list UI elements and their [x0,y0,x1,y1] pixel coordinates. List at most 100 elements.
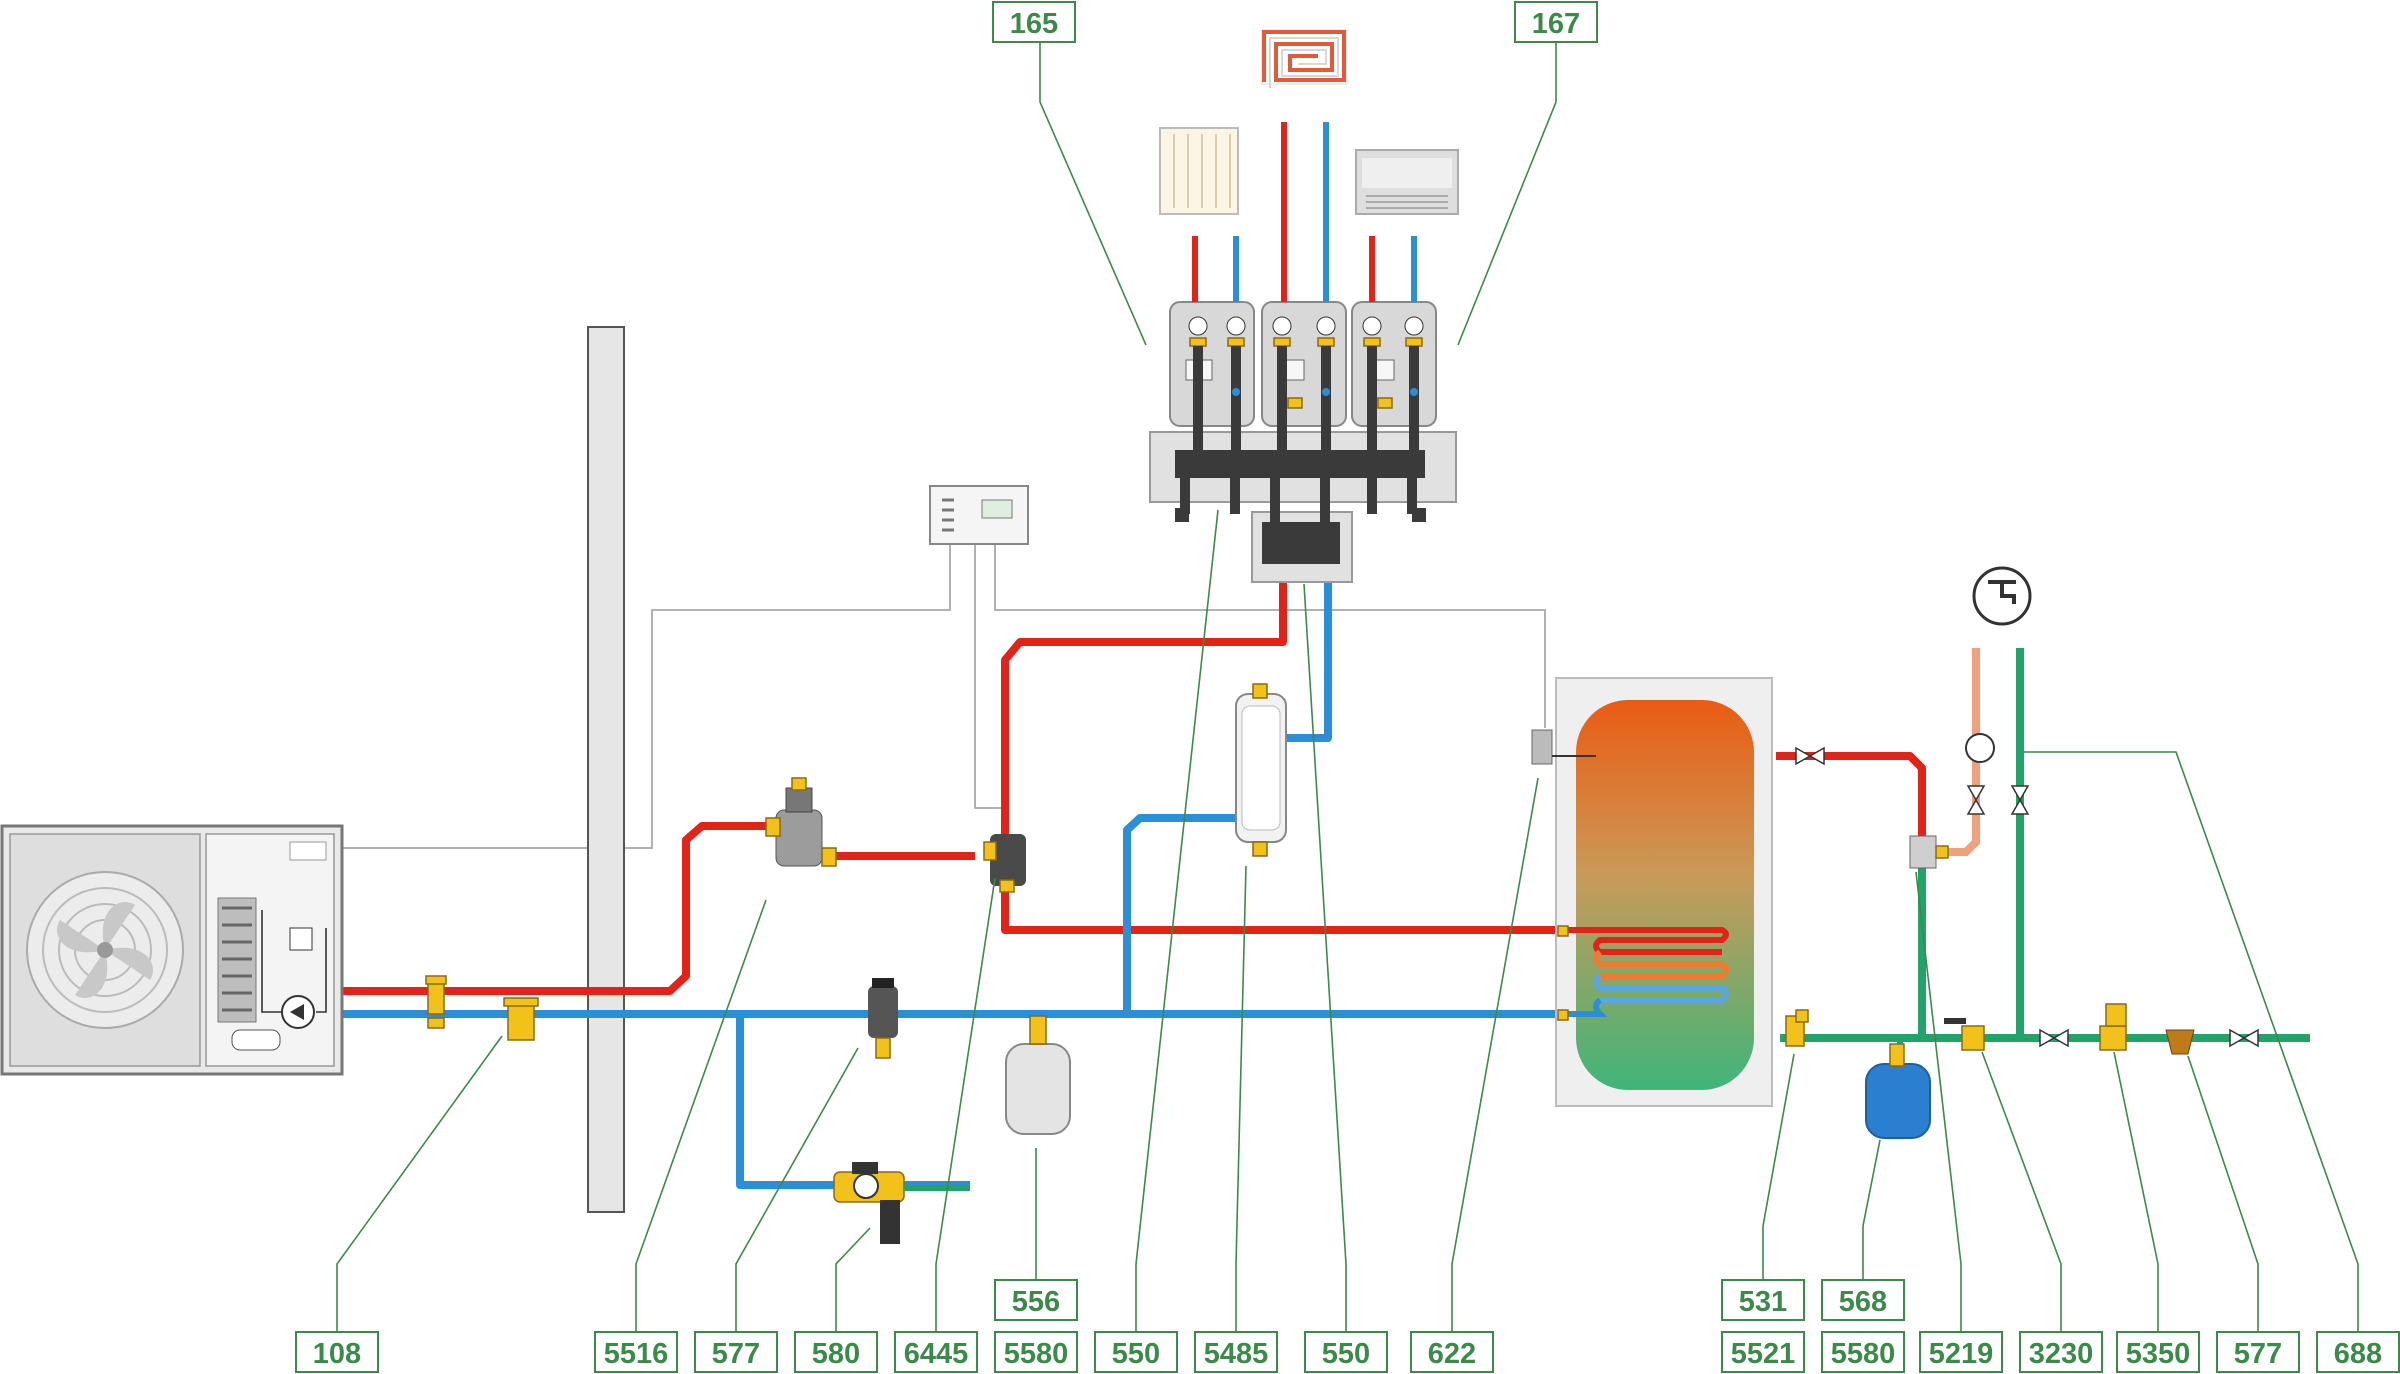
emitter-pipes [1192,122,1417,302]
leader-line-l108 [336,1035,503,1332]
tank-sensor [1531,729,1596,765]
ref-label-l5521: 5521 [1721,1331,1805,1373]
label-box [992,1,1076,43]
dirt-separator [765,777,837,867]
leader-line-l5350 [2113,1051,2159,1332]
ref-label-l3230: 3230 [2019,1331,2103,1373]
label-box [1919,1331,2003,1373]
building-wall [587,326,625,1213]
label-text: 5580 [1004,1338,1069,1370]
ref-label-l167: 167 [1514,1,1598,43]
label-text: 108 [313,1338,361,1370]
label-text: 5485 [1204,1338,1269,1370]
leader-line-l577b [2187,1055,2259,1332]
safety-valve-group [1785,1009,1809,1047]
leader-line-l3230 [1981,1051,2062,1332]
ref-label-l5485: 5485 [1194,1331,1278,1373]
ref-label-l108: 108 [295,1331,379,1373]
leader-line-l6445 [935,877,996,1332]
isolation-valve [425,975,447,1029]
magnetic-filter [868,978,898,1059]
ref-label-l5580b: 5580 [1821,1331,1905,1373]
pressure-reducer [2099,1003,2127,1051]
ref-label-l5219: 5219 [1919,1331,2003,1373]
pump-group-3 [1351,301,1437,450]
ref-label-l550b: 550 [1304,1331,1388,1373]
ref-label-l6445: 6445 [894,1331,978,1373]
thermostatic-mixer [1909,835,1949,869]
thermometer-gauge [1965,733,1995,763]
storage-tank [1555,677,1773,1107]
label-box [1821,1279,1905,1321]
ref-label-l580: 580 [794,1331,878,1373]
label-box [1304,1331,1388,1373]
label-text: 580 [812,1338,860,1370]
label-box [1514,1,1598,43]
leader-line-l550b [1303,583,1347,1332]
domestic-water [1776,648,2310,1052]
leader-line-l577a [735,1047,859,1332]
label-box [1410,1331,1494,1373]
fan-icon [26,871,184,1029]
label-text: 5516 [604,1338,669,1370]
filling-unit [833,1162,970,1244]
shut-off-valve [1795,746,2259,1048]
ref-label-l550a: 550 [1094,1331,1178,1373]
label-box [2019,1331,2103,1373]
expansion-vessel [1005,1015,1071,1135]
label-text: 5521 [1731,1338,1796,1370]
ref-label-l531: 531 [1721,1279,1805,1321]
ref-label-l165: 165 [992,1,1076,43]
reference-labels: 165 167 108 5516 577 580 6445 556 5580 550 5485 550… [295,1,2400,1373]
label-box [1194,1331,1278,1373]
label-box [994,1331,1078,1373]
label-box [694,1331,778,1373]
label-text: 577 [712,1338,760,1370]
label-text: 165 [1010,8,1058,40]
leader-line-l568 [1862,1139,1881,1280]
label-box [894,1331,978,1373]
control-wiring [338,530,1546,849]
label-text: 622 [1428,1338,1476,1370]
radiator-icon [1159,127,1239,215]
label-text: 556 [1012,1286,1060,1318]
ref-label-l577a: 577 [694,1331,778,1373]
ref-label-l556: 556 [994,1279,1078,1321]
label-text: 577 [2234,1338,2282,1370]
label-text: 3230 [2029,1338,2094,1370]
tank-coil [1560,927,1729,1017]
ref-label-l688: 688 [2316,1331,2400,1373]
label-box [1721,1279,1805,1321]
pump-group-manifold [1149,301,1457,583]
leader-line-l580 [835,1227,871,1332]
label-box [1721,1331,1805,1373]
label-box [2316,1331,2400,1373]
leader-line-l167 [1457,42,1557,346]
pump-group-1 [1169,301,1255,450]
label-text: 6445 [904,1338,969,1370]
label-text: 5219 [1929,1338,1994,1370]
label-box [994,1279,1078,1321]
label-text: 568 [1839,1286,1887,1318]
ref-label-l5350: 5350 [2116,1331,2200,1373]
label-text: 5350 [2126,1338,2191,1370]
tap-icon [1972,566,2032,626]
ref-label-l5516: 5516 [594,1331,678,1373]
mixing-valve [983,834,1026,893]
label-box [295,1331,379,1373]
ref-label-l622: 622 [1410,1331,1494,1373]
label-box [594,1331,678,1373]
label-text: 167 [1532,8,1580,40]
label-text: 531 [1739,1286,1787,1318]
leader-line-l5485 [1235,865,1247,1332]
label-box [794,1331,878,1373]
label-box [2216,1331,2300,1373]
ball-valve [1944,1018,1985,1051]
fan-coil-icon [1355,149,1459,215]
label-box [1094,1331,1178,1373]
leader-line-l688 [2024,751,2359,1332]
leader-line-l165 [1039,42,1147,346]
controller-panel [929,485,1029,545]
label-box [1821,1331,1905,1373]
